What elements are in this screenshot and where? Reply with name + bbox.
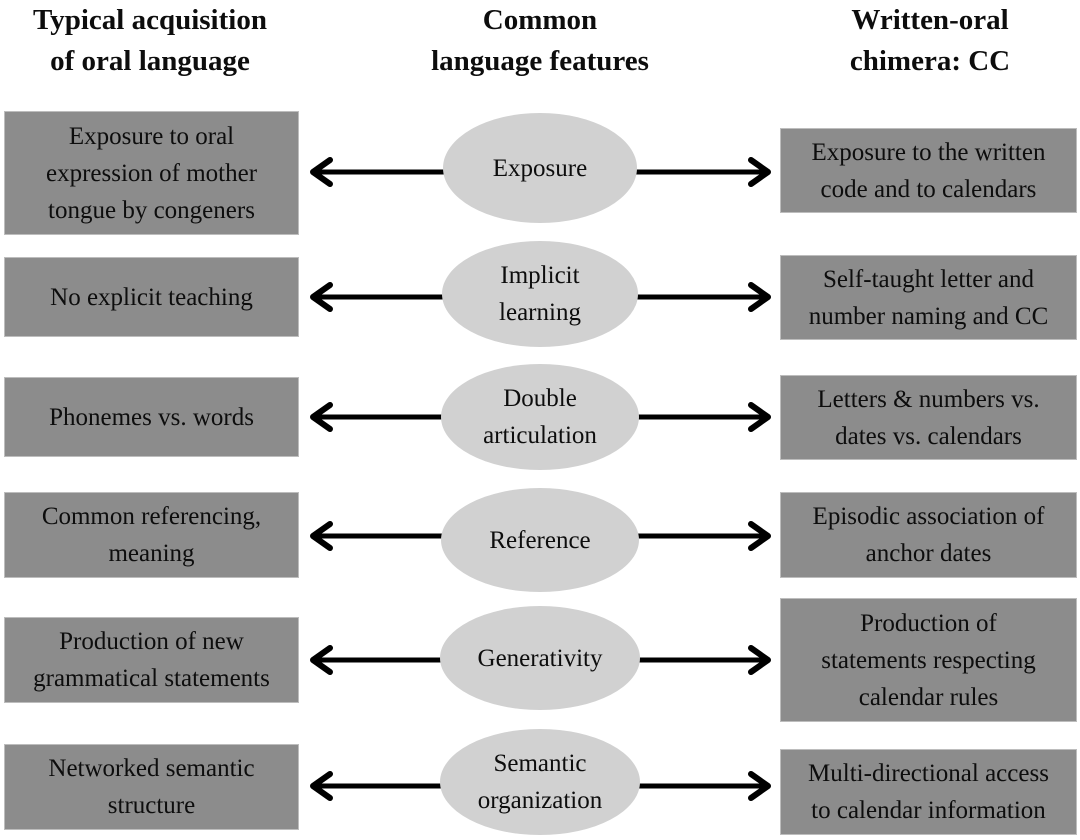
- feature-ellipse: Reference: [441, 488, 639, 592]
- oral-box: Production of new grammatical statements: [4, 617, 299, 703]
- arrow-right-head-icon: [748, 157, 771, 187]
- chimera-box: Letters & numbers vs. dates vs. calendar…: [780, 375, 1077, 460]
- feature-ellipse: Implicit learning: [442, 241, 638, 347]
- arrow-right-head-icon: [748, 402, 771, 432]
- oral-box: Networked semantic structure: [4, 744, 299, 830]
- header-oral-language: Typical acquisition of oral language: [33, 4, 267, 77]
- header-written-oral-chimera: Written-oral chimera: CC: [849, 4, 1011, 77]
- feature-ellipse: Exposure: [443, 113, 637, 223]
- arrow-right-head-icon: [748, 771, 771, 801]
- chimera-box: Multi-directional access to calendar inf…: [780, 749, 1077, 835]
- arrow-left-head-icon: [310, 645, 333, 675]
- chimera-box: Exposure to the written code and to cale…: [780, 128, 1077, 213]
- oral-box: Exposure to oral expression of mother to…: [4, 111, 299, 235]
- arrow-right-head-icon: [748, 521, 771, 551]
- arrow-left-head-icon: [310, 282, 333, 312]
- feature-ellipse: Double articulation: [441, 364, 639, 470]
- header-common-features: Common language features: [431, 4, 649, 77]
- arrow-left-head-icon: [310, 521, 333, 551]
- oral-box: Phonemes vs. words: [4, 377, 299, 457]
- arrow-left-head-icon: [310, 402, 333, 432]
- feature-ellipse: Generativity: [440, 606, 640, 710]
- arrow-left-head-icon: [310, 771, 333, 801]
- arrow-left-head-icon: [310, 157, 333, 187]
- chimera-box: Episodic association of anchor dates: [780, 492, 1077, 578]
- chimera-box: Self-taught letter and number naming and…: [780, 255, 1077, 340]
- arrow-right-head-icon: [748, 645, 771, 675]
- chimera-box: Production of statements respecting cale…: [780, 598, 1077, 722]
- oral-box: No explicit teaching: [4, 257, 299, 337]
- oral-box: Common referencing, meaning: [4, 492, 299, 578]
- arrow-right-head-icon: [748, 282, 771, 312]
- feature-ellipse: Semantic organization: [440, 729, 640, 835]
